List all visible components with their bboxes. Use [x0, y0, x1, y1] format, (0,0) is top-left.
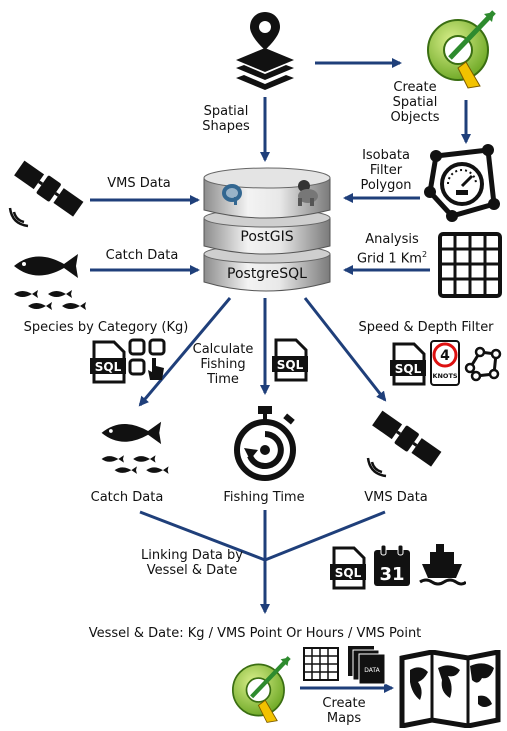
- sql-label: SQL: [277, 358, 304, 372]
- speed-limit-sign-icon: 4 KNOTS: [430, 340, 460, 386]
- sql-label: SQL: [395, 362, 422, 376]
- label-isobata-filter: Isobata Filter Polygon: [360, 148, 412, 193]
- label-analysis-grid: Analysis Grid 1 Km2: [356, 232, 428, 267]
- label-vms-data-in: VMS Data: [107, 176, 171, 191]
- label-create-maps: Create Maps: [322, 696, 366, 726]
- sql-file-icon: SQL: [90, 340, 126, 384]
- label-calculate-fishing-time: Calculate Fishing Time: [192, 342, 254, 387]
- postgresql-elephant-icon: [222, 184, 242, 205]
- stacked-layers-pin-icon: [236, 12, 294, 90]
- label-fishing-time-out: Fishing Time: [223, 490, 305, 505]
- data-doc-label: DATA: [364, 667, 380, 674]
- world-map-icon: [399, 650, 501, 728]
- polygon-vertices-icon: [464, 346, 502, 382]
- speedometer-polygon-icon: [424, 144, 500, 222]
- sql-label: SQL: [95, 360, 122, 374]
- label-catch-data-in: Catch Data: [105, 248, 179, 263]
- postgis-elephant-icon: [298, 180, 318, 206]
- calendar-icon: 31: [372, 544, 412, 588]
- merge-line-vms: [264, 510, 386, 562]
- label-spatial-shapes: Spatial Shapes: [202, 104, 250, 134]
- qgis-logo-icon: [427, 10, 496, 89]
- sql-label: SQL: [335, 566, 362, 580]
- grid-icon: [438, 232, 502, 298]
- data-documents-icon: DATA: [346, 644, 388, 686]
- calendar-day: 31: [379, 564, 404, 585]
- arrow-db-to-vms: [303, 297, 387, 402]
- stopwatch-icon: [234, 406, 296, 481]
- small-grid-icon: [303, 647, 339, 681]
- qgis-logo-bottom-icon: [231, 656, 291, 723]
- sql-file-icon-right: SQL: [390, 342, 426, 386]
- sql-file-icon-lower: SQL: [330, 546, 366, 590]
- knots-text: KNOTS: [432, 372, 457, 380]
- db-layer-postgis: PostGIS: [240, 229, 293, 245]
- satellite-output-icon: [366, 410, 442, 478]
- sql-file-icon-center: SQL: [272, 338, 308, 382]
- label-result: Vessel & Date: Kg / VMS Point Or Hours /…: [88, 626, 422, 641]
- label-catch-data-out: Catch Data: [90, 490, 164, 505]
- label-speed-depth-filter: Speed & Depth Filter: [358, 320, 494, 335]
- fish-group-icon: [14, 254, 86, 310]
- label-vms-data-out: VMS Data: [364, 490, 428, 505]
- label-create-spatial-objects: Create Spatial Objects: [390, 80, 440, 125]
- database-cylinder: PostGIS PostgreSQL: [203, 167, 331, 292]
- fish-group-output-icon: [101, 421, 169, 474]
- touch-tap-icon: [128, 338, 166, 380]
- speed-limit-number: 4: [440, 348, 450, 364]
- arrow-db-to-catch: [138, 297, 232, 407]
- label-linking-data: Linking Data by Vessel & Date: [141, 548, 243, 578]
- ship-icon: [419, 544, 466, 586]
- satellite-icon: [8, 160, 84, 228]
- label-species-by-category: Species by Category (Kg): [23, 320, 189, 335]
- merge-line-catch: [139, 510, 266, 562]
- db-layer-postgresql: PostgreSQL: [227, 266, 307, 282]
